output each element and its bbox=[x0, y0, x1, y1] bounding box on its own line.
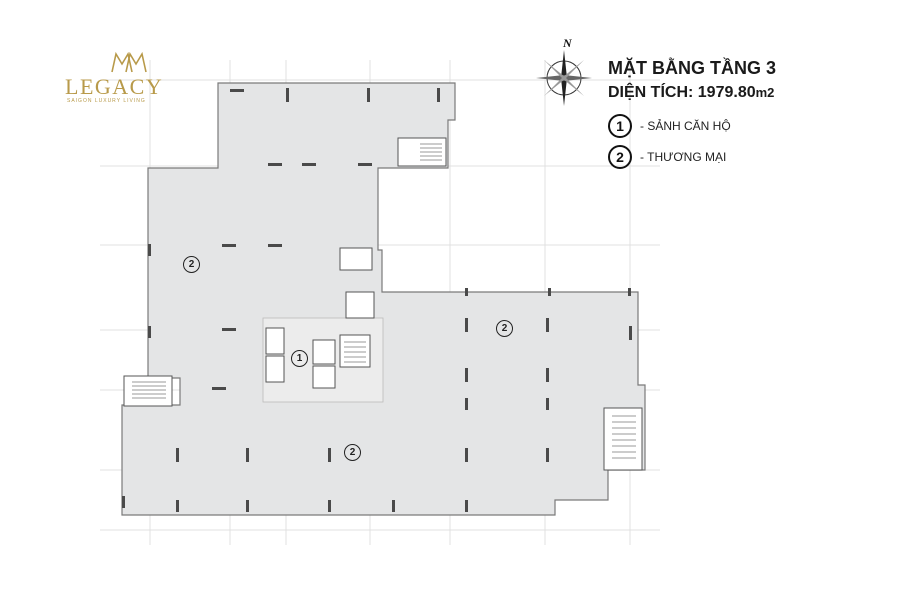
stair-treads bbox=[132, 143, 636, 459]
legacy-logo: LEGACY SAIGON LUXURY LIVING bbox=[62, 48, 162, 108]
legend-item-lobby: 1 - SẢNH CĂN HỘ bbox=[608, 114, 731, 138]
zone-marker-west-commercial: 2 bbox=[183, 256, 200, 273]
building-outline bbox=[121, 82, 646, 516]
legend-number-badge: 2 bbox=[608, 145, 632, 169]
area-label: DIỆN TÍCH: bbox=[608, 84, 694, 101]
compass-north-label: N bbox=[562, 36, 573, 50]
compass-rose: N bbox=[530, 36, 594, 113]
legend-label: - SẢNH CĂN HỘ bbox=[640, 119, 731, 133]
logo-emblem-icon bbox=[111, 51, 147, 73]
compass-icon: N bbox=[536, 36, 592, 106]
logo-wordmark: LEGACY bbox=[65, 74, 164, 99]
area-value: 1979.80 bbox=[697, 84, 756, 101]
legend-number-badge: 1 bbox=[608, 114, 632, 138]
zone-marker-east-commercial: 2 bbox=[496, 320, 513, 337]
zone-marker-south-commercial: 2 bbox=[344, 444, 361, 461]
legend-label: - THƯƠNG MẠI bbox=[640, 150, 727, 164]
plan-area: DIỆN TÍCH: 1979.80m2 bbox=[608, 84, 774, 102]
area-unit: m2 bbox=[755, 85, 775, 100]
zone-marker-apartment-lobby: 1 bbox=[291, 350, 308, 367]
plan-title: MẶT BẰNG TẦNG 3 bbox=[608, 58, 776, 78]
logo-tagline: SAIGON LUXURY LIVING bbox=[67, 98, 146, 104]
structural-columns bbox=[122, 88, 632, 512]
legend-item-commercial: 2 - THƯƠNG MẠI bbox=[608, 145, 726, 169]
